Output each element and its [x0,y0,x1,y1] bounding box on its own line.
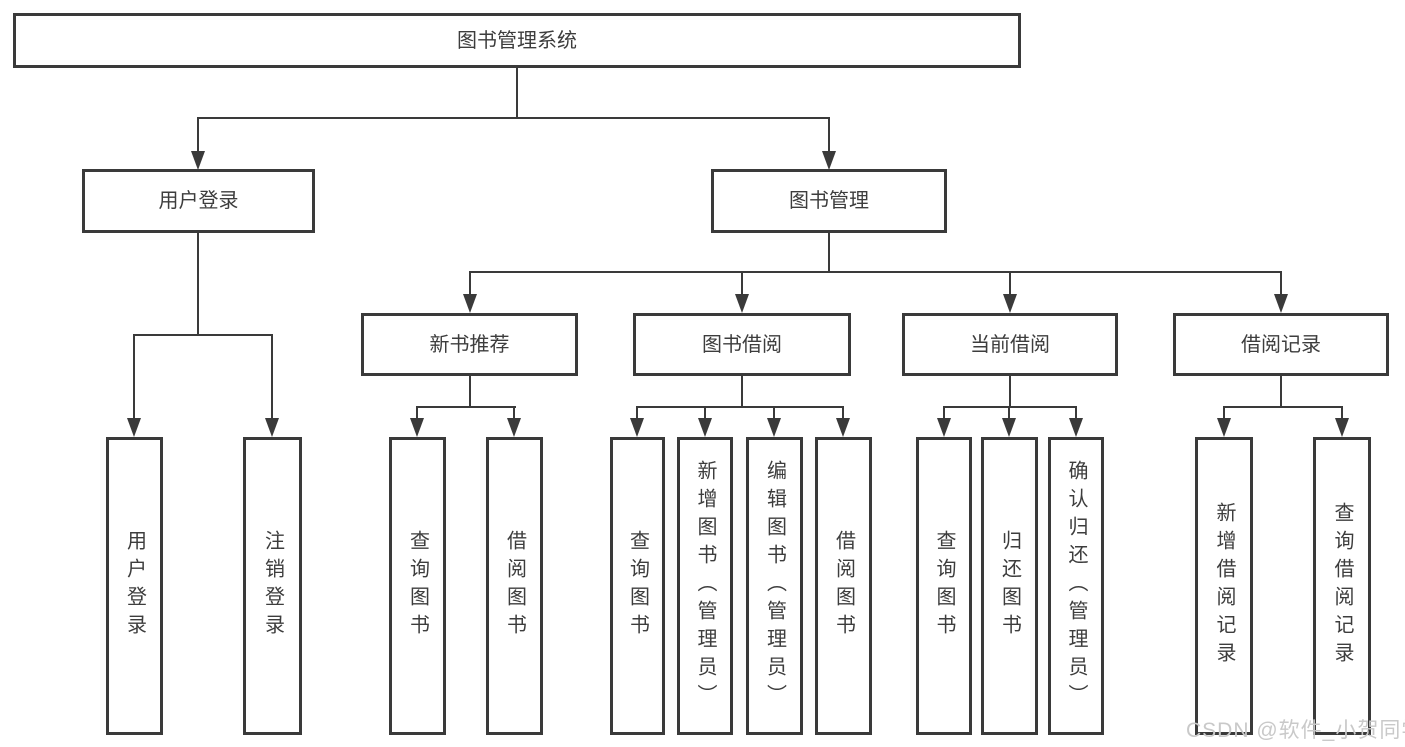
node-label: 当前借阅 [970,333,1050,356]
arrow-down-icon [507,418,521,437]
connector-vline [828,117,830,153]
connector-vline [842,406,844,420]
connector-vline [1280,271,1282,297]
connector-hline [1223,406,1343,408]
connector-vline [469,376,471,408]
connector-vline [1223,406,1225,420]
node-label: 图书借阅 [702,333,782,356]
node-label: 借阅记录 [1241,333,1321,356]
connector-vline [943,406,945,420]
arrow-down-icon [1003,294,1017,313]
node-label: 图书管理 [789,190,869,212]
arrow-down-icon [630,418,644,437]
connector-hline [197,117,830,119]
leaf-label: 注销登录 [261,530,284,642]
leaf-label: 新增借阅记录 [1213,502,1235,670]
node-user-login: 用户登录 [82,169,315,233]
connector-hline [943,406,1077,408]
connector-vline [704,406,706,420]
leaf-label: 查询借阅记录 [1331,502,1353,670]
arrow-down-icon [463,294,477,313]
arrow-down-icon [1274,294,1288,313]
node-label: 用户登录 [158,190,239,212]
arrow-down-icon [836,418,850,437]
connector-vline [1009,376,1011,408]
leaf-add-books-admin: 新增图书（管理员） [677,437,733,735]
leaf-confirm-return-admin: 确认归还（管理员） [1048,437,1104,735]
leaf-query-borrow-record: 查询借阅记录 [1313,437,1371,735]
leaf-borrow-books-recommend: 借阅图书 [486,437,543,735]
connector-vline [513,406,515,420]
connector-vline [1341,406,1343,420]
leaf-label: 查询图书 [406,530,429,642]
arrow-down-icon [1217,418,1231,437]
leaf-label: 用户登录 [123,530,146,642]
leaf-edit-books-admin: 编辑图书（管理员） [746,437,803,735]
connector-vline [197,233,199,336]
connector-vline [469,271,471,297]
connector-vline [741,271,743,297]
connector-vline [197,117,199,153]
leaf-label: 借阅图书 [832,530,855,642]
node-book-management: 图书管理 [711,169,947,233]
leaf-query-books-recommend: 查询图书 [389,437,446,735]
leaf-label: 归还图书 [998,530,1021,642]
connector-hline [416,406,516,408]
node-book-borrowing: 图书借阅 [633,313,851,376]
leaf-label: 新增图书（管理员） [694,460,716,712]
node-root-label: 图书管理系统 [457,29,577,52]
watermark: CSDN @软件_小贺同学 [1186,719,1405,742]
arrow-down-icon [767,418,781,437]
node-current-borrowing: 当前借阅 [902,313,1118,376]
arrow-down-icon [265,418,279,437]
leaf-query-books-current: 查询图书 [916,437,972,735]
leaf-borrow-books-borrowing: 借阅图书 [815,437,872,735]
node-label: 新书推荐 [429,333,510,356]
connector-vline [516,68,518,118]
connector-vline [636,406,638,420]
connector-vline [1009,271,1011,297]
connector-vline [773,406,775,420]
leaf-return-books: 归还图书 [981,437,1038,735]
connector-vline [1280,376,1282,408]
connector-vline [828,233,830,273]
arrow-down-icon [698,418,712,437]
leaf-label: 确认归还（管理员） [1065,460,1087,712]
arrow-down-icon [1335,418,1349,437]
arrow-down-icon [1002,418,1016,437]
connector-vline [271,334,273,419]
connector-vline [416,406,418,420]
arrow-down-icon [410,418,424,437]
leaf-label: 查询图书 [626,530,649,642]
connector-vline [1075,406,1077,420]
connector-vline [1008,406,1010,420]
leaf-user-login: 用户登录 [106,437,163,735]
connector-vline [133,334,135,419]
leaf-logout-login: 注销登录 [243,437,302,735]
leaf-add-borrow-record: 新增借阅记录 [1195,437,1253,735]
arrow-down-icon [735,294,749,313]
arrow-down-icon [191,151,205,170]
connector-hline [133,334,273,336]
node-root: 图书管理系统 [13,13,1021,68]
leaf-label: 借阅图书 [503,530,526,642]
arrow-down-icon [1069,418,1083,437]
arrow-down-icon [127,418,141,437]
node-borrowing-records: 借阅记录 [1173,313,1389,376]
connector-hline [636,406,844,408]
leaf-label: 编辑图书（管理员） [763,460,786,712]
arrow-down-icon [822,151,836,170]
leaf-query-books-borrowing: 查询图书 [610,437,665,735]
leaf-label: 查询图书 [933,530,955,642]
arrow-down-icon [937,418,951,437]
connector-hline [469,271,1282,273]
node-new-book-recommend: 新书推荐 [361,313,578,376]
connector-vline [741,376,743,408]
